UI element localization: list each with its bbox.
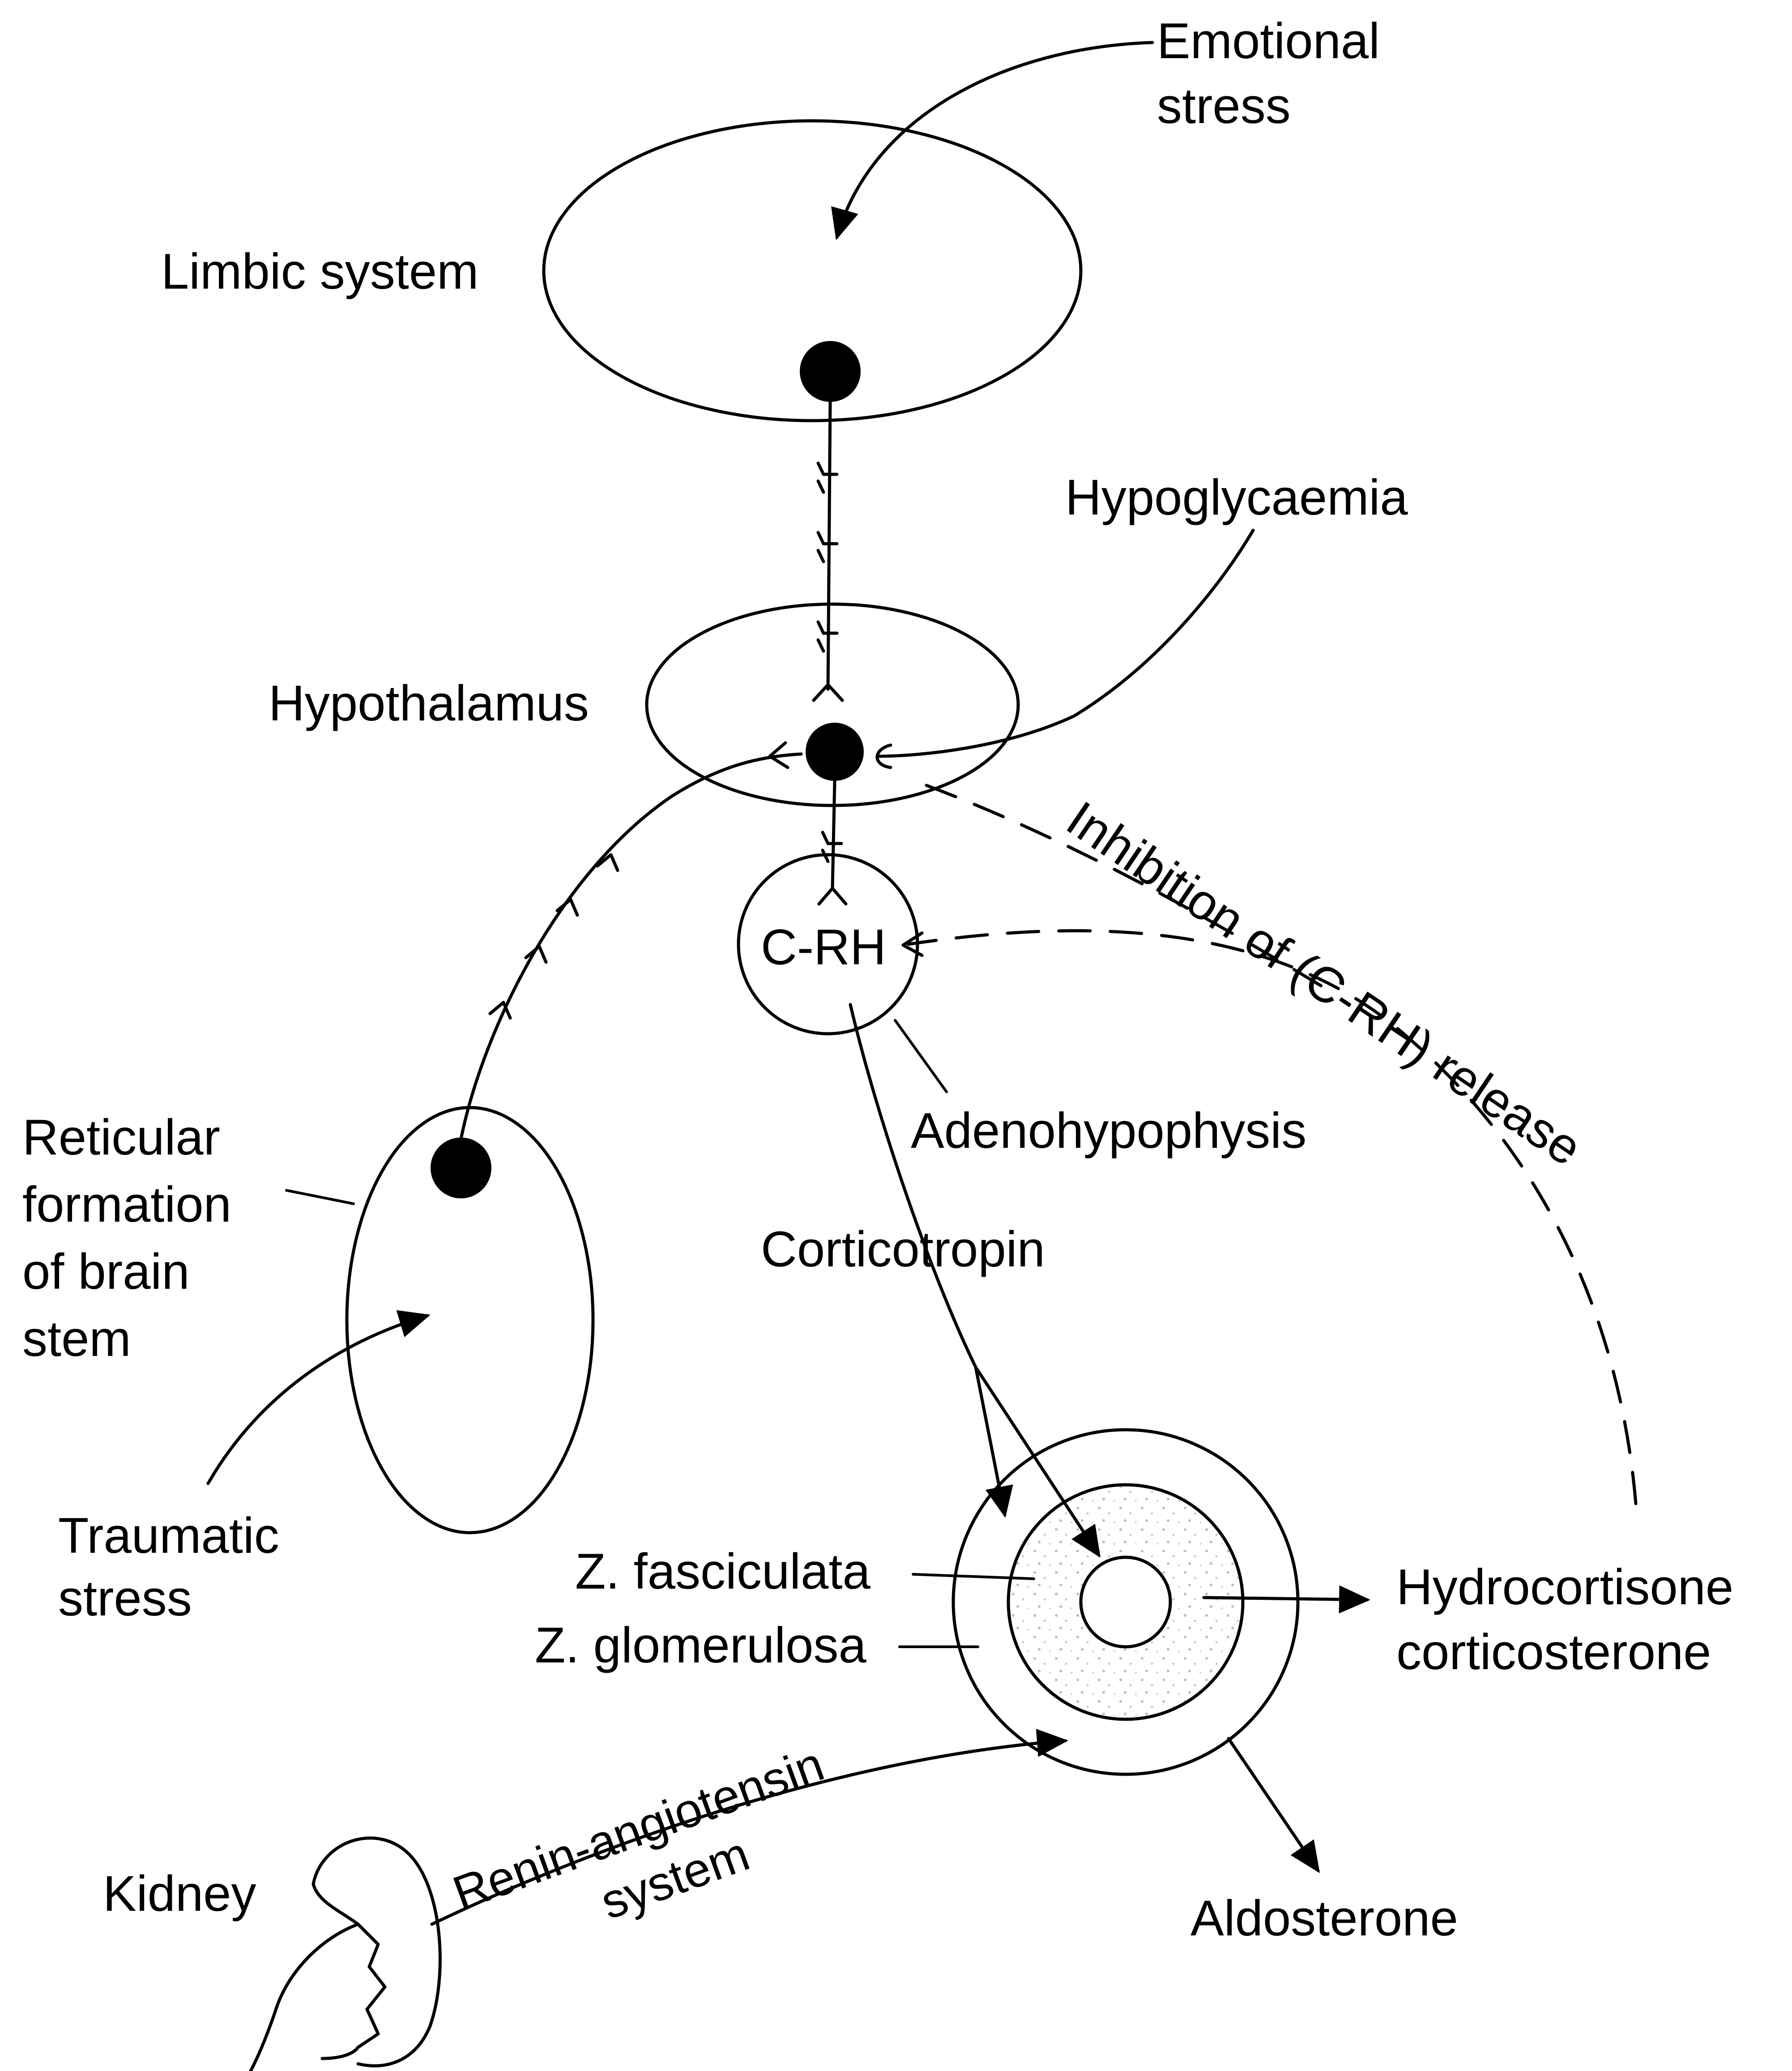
traumatic-stress-arrow xyxy=(208,1316,427,1483)
aldosterone-arrow xyxy=(1229,1739,1318,1871)
label-emotional-stress: Emotional stress xyxy=(1157,13,1394,134)
label-hydrocortisone: Hydrocortisone corticosterone xyxy=(1396,1559,1747,1680)
hypoglycaemia-arrow xyxy=(877,530,1253,756)
label-z-glomerulosa: Z. glomerulosa xyxy=(535,1617,866,1673)
label-corticotropin: Corticotropin xyxy=(761,1221,1045,1277)
corticotropin-line xyxy=(850,1005,976,1367)
negative-feedback-dashed-arrow xyxy=(909,931,1636,1504)
adenohypophysis-leader xyxy=(895,1020,947,1092)
limbic-neuron-body xyxy=(800,341,861,402)
adrenal-medulla-circle xyxy=(1081,1557,1170,1647)
label-aldosterone: Aldosterone xyxy=(1190,1890,1458,1946)
hydrocortisone-arrow xyxy=(1204,1598,1367,1600)
label-kidney: Kidney xyxy=(103,1866,256,1922)
label-limbic-system: Limbic system xyxy=(161,243,478,299)
reticular-impulse-marks xyxy=(490,855,618,1018)
hypothalamus-pituitary-axon xyxy=(832,781,835,888)
reticular-neuron-body xyxy=(431,1138,491,1198)
label-traumatic-stress: Traumatic stress xyxy=(58,1508,293,1626)
hypothalamus-neuron-body xyxy=(806,723,864,781)
label-adenohypophysis: Adenohypophysis xyxy=(911,1103,1306,1159)
label-hypoglycaemia: Hypoglycaemia xyxy=(1065,469,1408,525)
emotional-stress-arrow xyxy=(837,43,1152,237)
kidney-outline xyxy=(251,1838,440,2071)
label-z-fasciculata: Z. fasciculata xyxy=(575,1543,871,1599)
label-crh: C-RH xyxy=(761,919,886,975)
label-hypothalamus: Hypothalamus xyxy=(269,675,589,731)
label-reticular-formation: Reticular formation of brain stem xyxy=(22,1109,245,1367)
reticular-label-leader xyxy=(286,1190,354,1204)
reticular-hypothalamus-arrow xyxy=(461,754,801,1139)
